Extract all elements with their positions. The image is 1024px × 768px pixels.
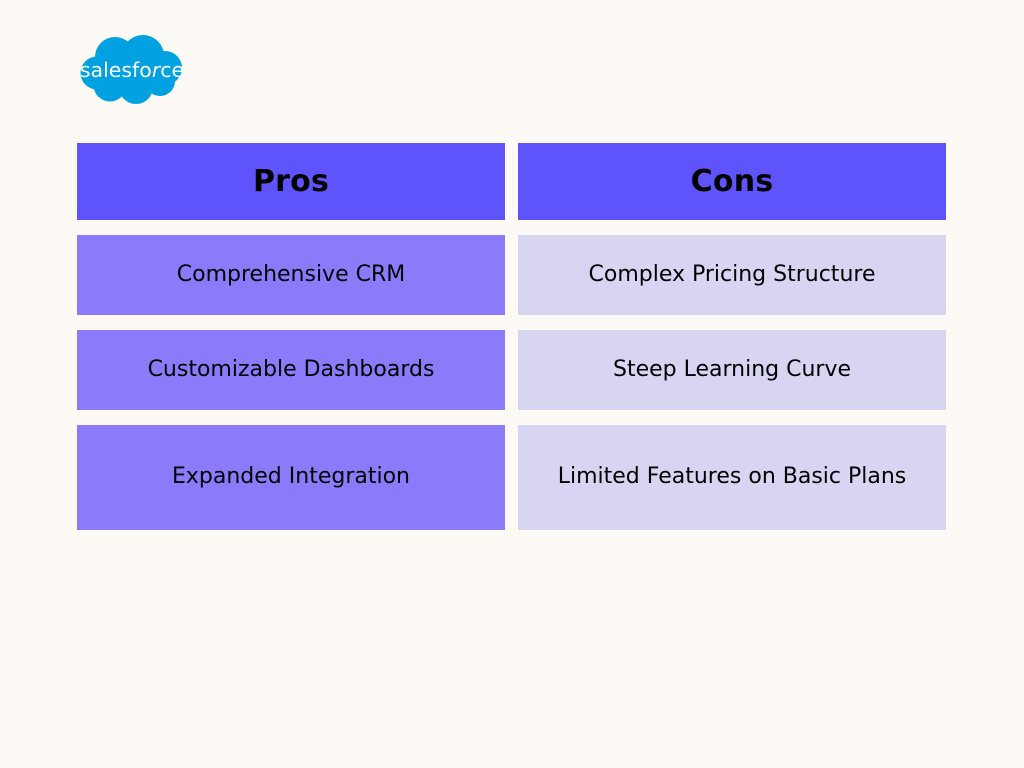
- cons-item: Limited Features on Basic Plans: [518, 425, 946, 530]
- salesforce-cloud-icon: salesforce: [80, 35, 184, 104]
- table-row: Comprehensive CRM Complex Pricing Struct…: [77, 235, 946, 315]
- column-header-cons: Cons: [518, 143, 946, 220]
- table-header-row: Pros Cons: [77, 143, 946, 220]
- salesforce-wordmark: salesforce: [80, 58, 184, 82]
- table-row: Customizable Dashboards Steep Learning C…: [77, 330, 946, 410]
- pros-item: Expanded Integration: [77, 425, 505, 530]
- cons-item: Complex Pricing Structure: [518, 235, 946, 315]
- pros-item: Customizable Dashboards: [77, 330, 505, 410]
- salesforce-logo: salesforce: [77, 31, 187, 113]
- table-row: Expanded Integration Limited Features on…: [77, 425, 946, 530]
- pros-item: Comprehensive CRM: [77, 235, 505, 315]
- pros-cons-table: Pros Cons Comprehensive CRM Complex Pric…: [77, 143, 946, 530]
- column-header-pros: Pros: [77, 143, 505, 220]
- cons-item: Steep Learning Curve: [518, 330, 946, 410]
